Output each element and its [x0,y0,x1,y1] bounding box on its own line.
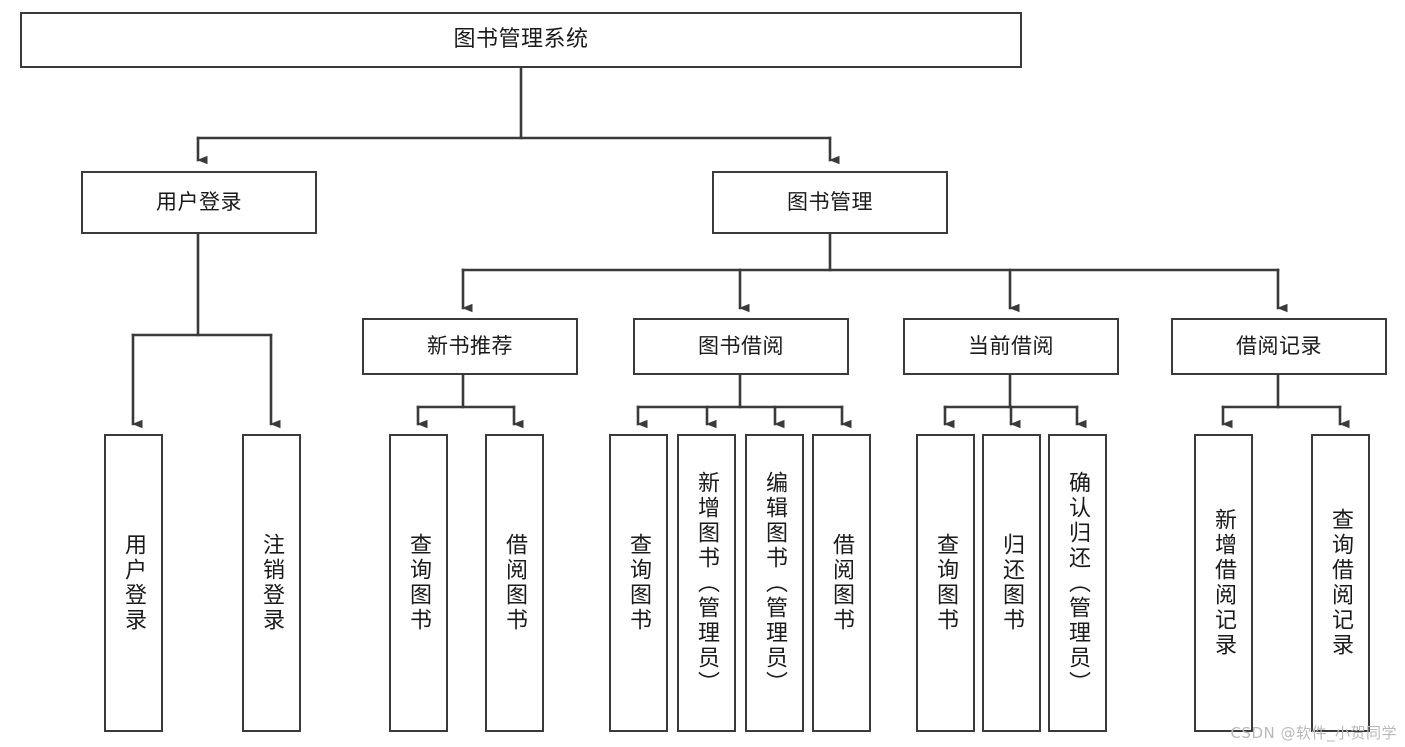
node-borrow-record[interactable]: 借阅记录 [1171,318,1387,375]
node-label: 注销登录 [259,533,285,633]
node-label: 新增借阅记录 [1211,508,1237,658]
node-label: 图书管理 [787,190,873,215]
node-label: 借阅记录 [1236,334,1322,359]
node-label: 借阅图书 [829,533,855,633]
node-label: 查询图书 [406,533,432,633]
node-label: 编辑图书（管理员） [762,470,788,696]
node-leaf-current-confirm-return[interactable]: 确认归还（管理员） [1048,434,1107,732]
node-book-management[interactable]: 图书管理 [712,171,948,234]
node-label: 用户登录 [121,533,147,633]
node-label: 查询图书 [626,533,652,633]
node-label: 查询借阅记录 [1328,508,1354,658]
node-label: 当前借阅 [968,334,1054,359]
node-leaf-record-query-record[interactable]: 查询借阅记录 [1311,434,1370,732]
node-leaf-user-login-login[interactable]: 用户登录 [104,434,163,732]
node-new-book-recommend[interactable]: 新书推荐 [362,318,578,375]
node-label: 用户登录 [156,190,242,215]
node-leaf-borrow-query-book[interactable]: 查询图书 [609,434,668,732]
node-book-borrow[interactable]: 图书借阅 [633,318,849,375]
node-leaf-borrow-borrow-book[interactable]: 借阅图书 [812,434,871,732]
node-leaf-current-query-book[interactable]: 查询图书 [916,434,975,732]
node-label: 新书推荐 [427,334,513,359]
node-label: 借阅图书 [502,533,528,633]
node-label: 图书借阅 [698,334,784,359]
node-label: 图书管理系统 [453,27,589,53]
node-leaf-record-add-record[interactable]: 新增借阅记录 [1194,434,1253,732]
node-leaf-borrow-edit-book[interactable]: 编辑图书（管理员） [745,434,804,732]
node-label: 新增图书（管理员） [694,470,720,696]
node-root-book-management-system[interactable]: 图书管理系统 [20,12,1022,68]
node-leaf-new-book-query[interactable]: 查询图书 [389,434,448,732]
node-leaf-current-return-book[interactable]: 归还图书 [982,434,1041,732]
node-current-borrow[interactable]: 当前借阅 [903,318,1119,375]
node-user-login[interactable]: 用户登录 [81,171,317,234]
node-label: 归还图书 [999,533,1025,633]
node-label: 确认归还（管理员） [1065,470,1091,696]
node-leaf-user-login-logout[interactable]: 注销登录 [242,434,301,732]
watermark-text: CSDN @软件_小贺同学 [1230,724,1397,742]
node-leaf-new-book-borrow[interactable]: 借阅图书 [485,434,544,732]
node-leaf-borrow-add-book[interactable]: 新增图书（管理员） [677,434,736,732]
node-label: 查询图书 [933,533,959,633]
